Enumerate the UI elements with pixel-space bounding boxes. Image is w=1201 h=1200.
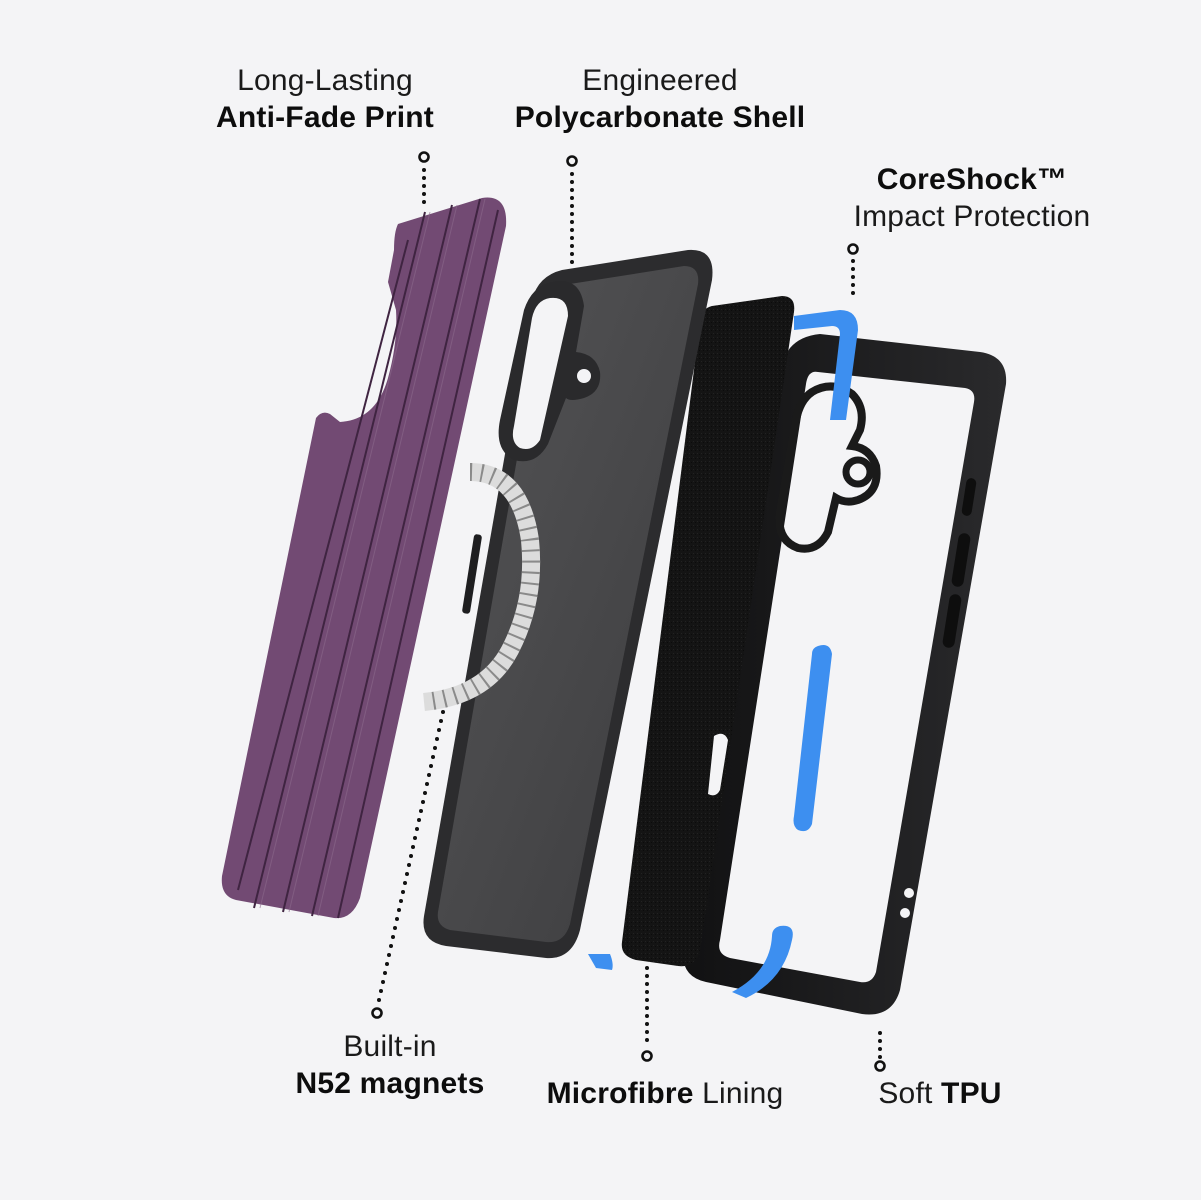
anti-fade-print-plate xyxy=(221,197,507,919)
callout-magnets-line2: N52 magnets xyxy=(295,1066,485,1100)
leader-anti-fade xyxy=(422,168,426,204)
n52-magnet-ring xyxy=(422,463,541,711)
connector-lines xyxy=(371,151,886,1072)
callout-polycarbonate-shell: Engineered Polycarbonate Shell xyxy=(490,63,830,136)
leader-microfibre xyxy=(645,966,649,1042)
callout-microfibre-light: Lining xyxy=(693,1077,784,1110)
callout-anti-fade-line2: Anti-Fade Print xyxy=(216,100,434,134)
callout-tpu-bold: TPU xyxy=(941,1077,1002,1110)
callout-tpu-light: Soft xyxy=(878,1077,942,1110)
callout-coreshock-line2: Impact Protection xyxy=(853,199,1091,233)
callout-anti-fade-line1: Long-Lasting xyxy=(237,64,413,97)
callout-microfibre-bold: Microfibre xyxy=(546,1077,694,1110)
leader-polycarbonate xyxy=(570,172,574,264)
callout-polycarbonate-line2: Polycarbonate Shell xyxy=(514,100,806,134)
coreshock-inserts xyxy=(732,310,858,998)
leader-tpu xyxy=(878,1031,882,1059)
callout-soft-tpu: Soft TPU xyxy=(850,1076,1030,1113)
microfibre-lining xyxy=(588,296,795,970)
leader-coreshock xyxy=(851,259,855,295)
polycarbonate-shell xyxy=(423,249,713,959)
leader-magnets xyxy=(377,710,445,1002)
callout-coreshock-line1: CoreShock™ xyxy=(876,163,1068,196)
callout-n52-magnets: Built-in N52 magnets xyxy=(270,1029,510,1102)
callout-polycarbonate-line1: Engineered xyxy=(582,64,738,97)
callout-anti-fade-print: Long-Lasting Anti-Fade Print xyxy=(170,63,480,136)
callout-microfibre-lining: Microfibre Lining xyxy=(515,1076,815,1113)
callout-magnets-line1: Built-in xyxy=(343,1030,437,1063)
callout-coreshock: CoreShock™ Impact Protection xyxy=(822,162,1122,235)
